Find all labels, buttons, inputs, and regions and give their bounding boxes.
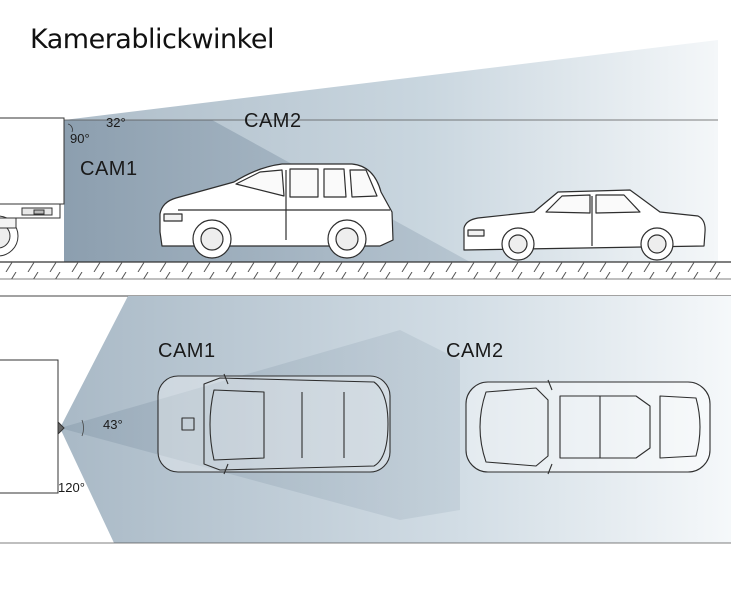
diagram-title: Kamerablickwinkel [30, 24, 274, 55]
top-cam2-label: CAM2 [446, 340, 504, 362]
side-cam2-label: CAM2 [244, 110, 302, 132]
truck-side [0, 117, 65, 257]
side-view [0, 40, 731, 280]
top-cam2-angle: 43° [103, 417, 123, 432]
side-cam2-angle: 32° [106, 115, 126, 130]
side-cam1-angle: 90° [70, 131, 90, 146]
truck-top [0, 359, 65, 494]
top-cam1-label: CAM1 [158, 340, 216, 362]
side-cam1-label: CAM1 [80, 158, 138, 180]
sedan-top [465, 379, 711, 475]
sedan-side [463, 189, 706, 261]
van-top [157, 373, 391, 475]
top-angle-arc [81, 419, 84, 437]
van-side [159, 163, 394, 259]
top-view [0, 296, 731, 544]
top-cam1-angle: 120° [58, 480, 85, 495]
side-ground [0, 261, 731, 280]
side-angle-arc [67, 123, 73, 133]
